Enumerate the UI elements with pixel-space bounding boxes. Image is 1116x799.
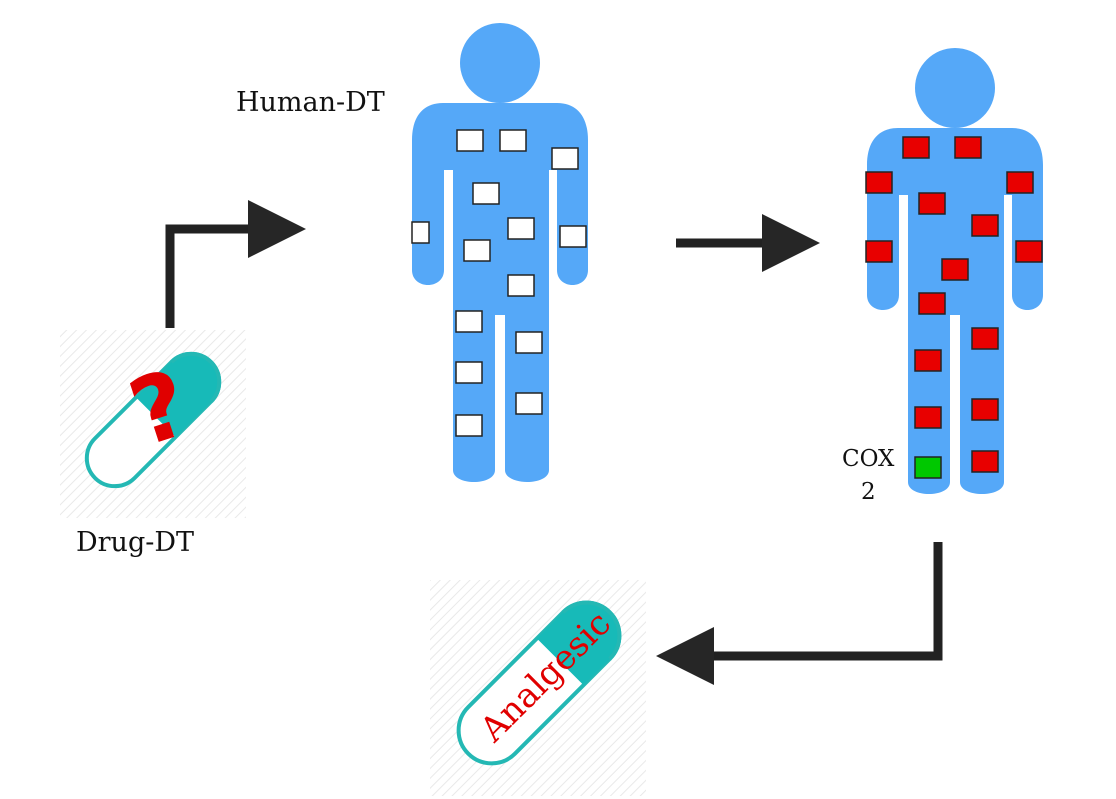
drug-dt-label: Drug-DT	[76, 527, 194, 558]
marker-group-targets	[865, 136, 1043, 473]
unknown-marker	[515, 392, 543, 415]
target-marker	[902, 136, 930, 159]
unknown-marker	[455, 361, 483, 384]
arrow-analysis-to-analgesic	[656, 542, 943, 685]
unknown-marker	[499, 129, 527, 152]
marker-group-unknown	[411, 129, 587, 437]
human-dt-label: Human-DT	[236, 87, 385, 118]
unknown-marker	[455, 414, 483, 437]
target-marker	[914, 406, 942, 429]
analgesic-node: Analgesic	[430, 580, 646, 796]
unknown-marker	[507, 217, 535, 240]
target-marker	[971, 450, 999, 473]
unknown-marker	[456, 129, 484, 152]
human-figure-icon	[867, 48, 1043, 494]
target-marker	[865, 171, 893, 194]
target-marker	[1015, 240, 1043, 263]
capsule-question-icon	[84, 351, 222, 489]
cox-label: COX	[842, 446, 895, 472]
cox2-target-marker	[914, 456, 942, 479]
arrow-human-to-analysis	[676, 214, 820, 272]
unknown-marker	[411, 221, 430, 244]
target-marker	[954, 136, 982, 159]
unknown-marker	[559, 225, 587, 248]
target-marker	[918, 292, 946, 315]
unknown-marker	[515, 331, 543, 354]
target-marker	[941, 258, 969, 281]
human-figure-after: COX 2	[842, 48, 1043, 505]
target-marker	[918, 192, 946, 215]
unknown-marker	[455, 310, 483, 333]
drug-dt-node: ? Drug-DT	[60, 330, 246, 558]
unknown-marker	[551, 147, 579, 170]
arrow-drug-to-human	[165, 200, 306, 328]
target-marker	[971, 327, 999, 350]
target-marker	[971, 214, 999, 237]
target-marker	[1006, 171, 1034, 194]
cox-number-label: 2	[861, 479, 876, 505]
target-marker	[971, 398, 999, 421]
target-marker	[865, 240, 893, 263]
unknown-marker	[507, 274, 535, 297]
unknown-marker	[463, 239, 491, 262]
capsule-analgesic-icon	[456, 600, 622, 766]
human-figure-icon	[412, 23, 588, 482]
target-marker	[914, 349, 942, 372]
unknown-marker	[472, 182, 500, 205]
human-figure-before	[411, 23, 588, 482]
